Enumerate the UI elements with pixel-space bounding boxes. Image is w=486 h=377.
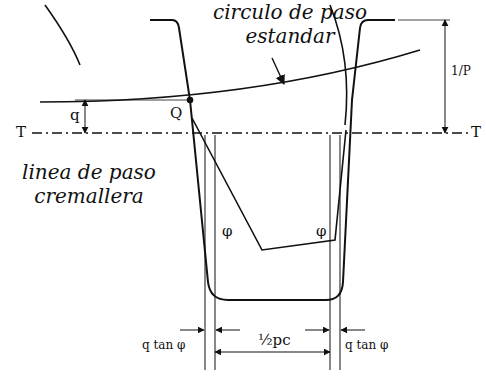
extension-line [215,135,216,370]
extension-line [205,135,206,370]
pitch-line [32,132,468,134]
line-label: T [16,123,26,141]
dimension-line [305,330,329,331]
dimension-line [215,352,330,353]
extension-line [330,135,331,370]
extension-line [398,20,450,21]
leader-line [272,58,284,84]
dimension-line [216,330,240,331]
dimension-label: q [70,106,80,124]
callout-label: linea de paso cremallera [4,160,174,208]
angle-label: φ [316,222,327,240]
pitch-point [188,98,193,103]
angle-label: φ [222,222,233,240]
extension-line [75,100,188,101]
rack-tooth [150,20,395,300]
line-label: T [471,123,481,141]
point-label: Q [170,104,182,122]
dimension-label: q tan φ [142,338,185,352]
dimension-label: ½pc [258,331,291,349]
callout-label: circulo de paso estandar [200,0,380,48]
pitch-circle [40,50,420,102]
dimension-line [445,20,446,133]
dimension-label: 1/P [451,64,471,78]
dimension-label: q tan φ [345,338,388,352]
dimension-line [85,100,86,133]
dimension-line [180,330,204,331]
extension-line [340,135,341,370]
dimension-line [341,330,365,331]
gear-flank [45,5,80,65]
